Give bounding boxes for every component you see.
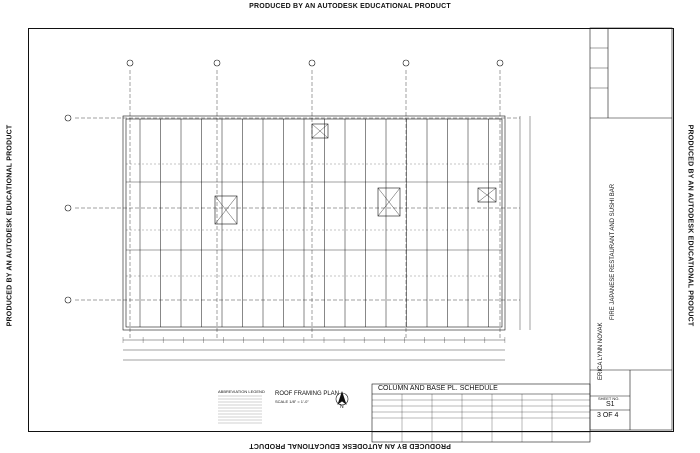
roof-outline	[122, 115, 506, 331]
sheet-number: S1	[606, 401, 615, 408]
opening-x	[477, 187, 497, 203]
roof-outline-inner	[125, 118, 503, 328]
grid-bubble	[213, 59, 221, 67]
schedule-title: COLUMN AND BASE PL. SCHEDULE	[378, 385, 498, 392]
watermark-top: PRODUCED BY AN AUTODESK EDUCATIONAL PROD…	[249, 3, 451, 10]
opening-x	[311, 123, 329, 139]
grid-bubble	[64, 296, 72, 304]
title-block	[589, 27, 673, 431]
grid-bubble	[126, 59, 134, 67]
roof-opening	[477, 187, 497, 203]
roof-opening	[377, 187, 401, 217]
legend-title: ABBREVIATION LEGEND	[218, 389, 265, 394]
grid-bubble	[496, 59, 504, 67]
roof-opening	[214, 195, 238, 225]
page-of: 3 OF 4	[597, 412, 619, 419]
author-name: ERICA LYNN NOVAK	[598, 322, 604, 380]
sheet-no-label: SHEET NO.	[598, 396, 620, 401]
opening-x	[377, 187, 401, 217]
drawing-sheet	[28, 28, 674, 432]
grid-bubble	[402, 59, 410, 67]
roof-opening	[311, 123, 329, 139]
north-arrow	[337, 391, 347, 405]
plan-scale: SCALE 1/8" = 1'-0"	[275, 399, 309, 404]
opening-x	[214, 195, 238, 225]
grid-bubble	[64, 114, 72, 122]
project-title: FIRE JAPANESE RESTAURANT AND SUSHI BAR	[610, 183, 616, 320]
plan-title: ROOF FRAMING PLAN	[275, 391, 340, 397]
north-arrow-label: N	[340, 404, 344, 410]
grid-bubble	[308, 59, 316, 67]
schedule-table	[371, 383, 591, 443]
grid-bubble	[64, 204, 72, 212]
